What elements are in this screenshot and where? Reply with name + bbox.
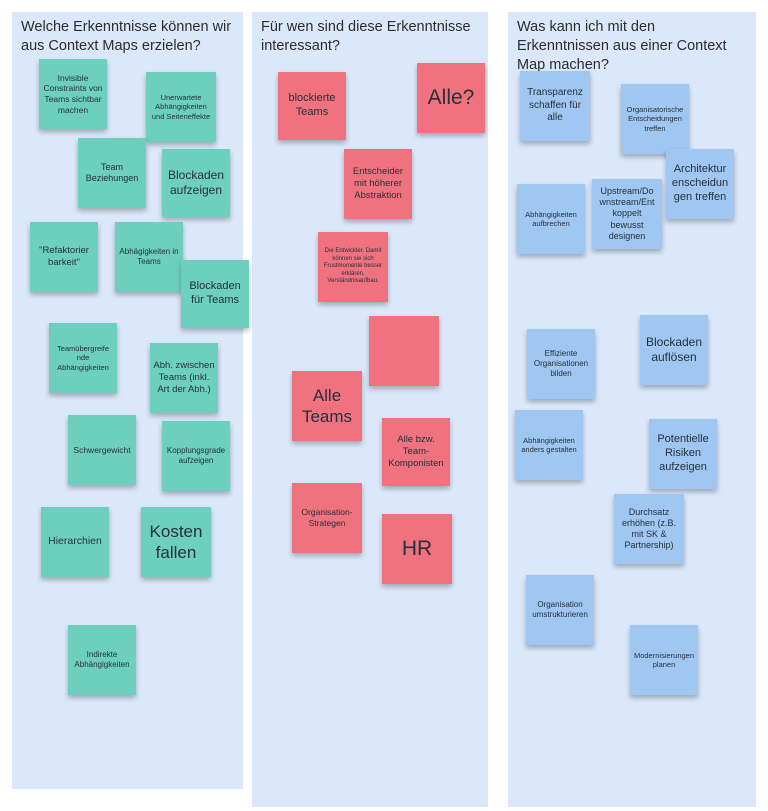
sticky-note[interactable]: Transparenz schaffen für alle — [520, 71, 590, 141]
sticky-note[interactable]: Abhägigkeiten in Teams — [115, 222, 183, 292]
sticky-note[interactable]: Entscheider mit höherer Abstraktion — [344, 149, 412, 219]
column-title-insights: Welche Erkenntnisse können wir aus Conte… — [21, 19, 232, 54]
sticky-note[interactable]: Modernisierungen planen — [630, 625, 698, 695]
sticky-note[interactable]: Blockaden aufzeigen — [162, 149, 230, 217]
sticky-note[interactable]: Alle Teams — [292, 371, 362, 441]
sticky-note[interactable]: HR — [382, 514, 452, 584]
sticky-note[interactable]: Teamübergreife nde Abhängigkeiten — [49, 323, 117, 393]
sticky-note[interactable]: Organisation-Strategen — [292, 483, 362, 553]
sticky-note[interactable]: Durchsatz erhöhen (z.B. mit SK & Partner… — [614, 494, 684, 564]
sticky-note[interactable]: Upstream/Do wnstream/Ent koppelt bewusst… — [592, 179, 662, 249]
sticky-note[interactable]: Organisatorische Entscheidungen treffen — [621, 84, 689, 154]
sticky-note[interactable]: Effiziente Organisationen bilden — [527, 329, 595, 399]
sticky-note[interactable]: Abhängigkeiten aufbrechen — [517, 184, 585, 254]
sticky-note[interactable]: "Refaktorier barkeit" — [30, 222, 98, 292]
sticky-note[interactable]: Alle? — [417, 63, 485, 133]
sticky-note[interactable]: Die Entwickler. Damit können sie sich Fr… — [318, 232, 388, 302]
sticky-note[interactable]: Hierarchien — [41, 507, 109, 577]
sticky-note[interactable]: Alle bzw. Team-Komponisten — [382, 418, 450, 486]
sticky-note[interactable]: Schwergewicht — [68, 415, 136, 485]
column-title-actions: Was kann ich mit den Erkenntnissen aus e… — [517, 19, 727, 73]
sticky-note[interactable]: Blockaden für Teams — [181, 260, 249, 328]
sticky-note[interactable]: Kosten fallen — [141, 507, 211, 577]
sticky-note[interactable]: Team Beziehungen — [78, 138, 146, 208]
sticky-note[interactable]: Indirekte Abhängigkeiten — [68, 625, 136, 695]
sticky-note[interactable]: blockierte Teams — [278, 72, 346, 140]
sticky-note[interactable]: Invisible Constraints von Teams sichtbar… — [39, 59, 107, 129]
sticky-note[interactable]: Architektur enscheidun gen treffen — [666, 149, 734, 219]
sticky-note[interactable]: Potentielle Risiken aufzeigen — [649, 419, 717, 489]
sticky-note[interactable]: Unerwartete Abhängigkeiten und Seiteneff… — [146, 72, 216, 142]
column-audience: Für wen sind diese Erkenntnisse interess… — [252, 12, 488, 807]
sticky-note[interactable]: Abh. zwischen Teams (inkl. Art der Abh.) — [150, 343, 218, 413]
column-title-audience: Für wen sind diese Erkenntnisse interess… — [261, 19, 471, 54]
sticky-note[interactable]: Blockaden auflösen — [640, 315, 708, 385]
sticky-note[interactable]: Organisation umstrukturieren — [526, 575, 594, 645]
sticky-note[interactable]: Kopplungsgrade aufzeigen — [162, 421, 230, 491]
sticky-note[interactable]: Abhängigkeiten anders gestalten — [515, 410, 583, 480]
sticky-note[interactable] — [369, 316, 439, 386]
